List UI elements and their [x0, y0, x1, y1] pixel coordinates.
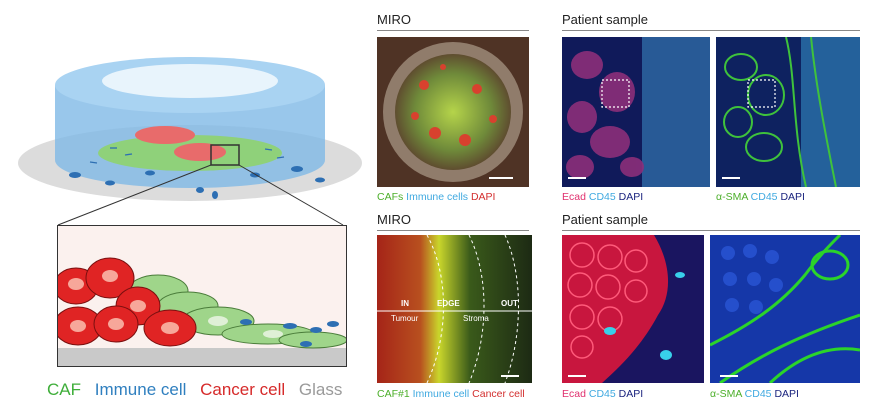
caption-caf1: CAF#1 — [377, 388, 410, 400]
cell-legend: CAF Immune cell Cancer cell Glass — [47, 380, 351, 400]
caption-asma: α-SMA — [710, 388, 742, 400]
miro-top-rule — [377, 30, 529, 31]
patient-top-right-caption: α-SMA CD45 DAPI — [716, 191, 805, 203]
miro-edge-image: IN Tumour EDGE Stroma OUT — [377, 235, 532, 383]
caption-cd45: CD45 — [588, 388, 616, 400]
caption-dapi: DAPI — [470, 191, 496, 203]
caption-cd45: CD45 — [750, 191, 778, 203]
legend-glass: Glass — [298, 380, 343, 399]
overlay-tumour: Tumour — [391, 314, 419, 323]
caption-cafs: CAFs — [377, 191, 404, 203]
legend-cancer-cell: Cancer cell — [200, 380, 286, 399]
patient-bottom-title: Patient sample — [562, 212, 648, 227]
patient-ecad-image — [562, 37, 710, 187]
miro-bottom-title: MIRO — [377, 212, 411, 227]
caption-cancer-cell: Cancer cell — [472, 388, 525, 400]
overlay-in: IN — [401, 299, 409, 308]
caption-dapi: DAPI — [780, 191, 805, 203]
caption-cd45: CD45 — [588, 191, 616, 203]
miro-bottom-caption: CAF#1 Immune cell Cancer cell — [377, 388, 525, 400]
miro-top-title: MIRO — [377, 12, 411, 27]
patient-top-title: Patient sample — [562, 12, 648, 27]
device-schematic — [15, 45, 365, 210]
patient-asma-image — [716, 37, 860, 187]
caption-dapi: DAPI — [774, 388, 799, 400]
legend-immune-cell: Immune cell — [94, 380, 187, 399]
caption-immune-cell: Immune cell — [412, 388, 470, 400]
legend-caf: CAF — [47, 380, 81, 399]
patient-bottom-left-caption: Ecad CD45 DAPI — [562, 388, 643, 400]
patient-asma-zoom-image — [710, 235, 860, 383]
overlay-edge: EDGE — [437, 299, 460, 308]
patient-ecad-zoom-image — [562, 235, 704, 383]
caption-dapi: DAPI — [618, 388, 644, 400]
overlay-stroma: Stroma — [463, 314, 489, 323]
cross-section-inset — [57, 225, 347, 367]
overlay-out: OUT — [501, 299, 518, 308]
miro-bottom-rule — [377, 230, 529, 231]
caption-ecad: Ecad — [562, 191, 586, 203]
miro-device-image — [377, 37, 529, 187]
miro-top-caption: CAFs Immune cells DAPI — [377, 191, 495, 203]
caption-asma: α-SMA — [716, 191, 748, 203]
patient-bottom-rule — [562, 230, 860, 231]
caption-ecad: Ecad — [562, 388, 586, 400]
patient-top-rule — [562, 30, 860, 31]
patient-top-left-caption: Ecad CD45 DAPI — [562, 191, 643, 203]
caption-dapi: DAPI — [618, 191, 644, 203]
caption-immune-cells: Immune cells — [406, 191, 469, 203]
patient-bottom-right-caption: α-SMA CD45 DAPI — [710, 388, 799, 400]
caption-cd45: CD45 — [744, 388, 772, 400]
